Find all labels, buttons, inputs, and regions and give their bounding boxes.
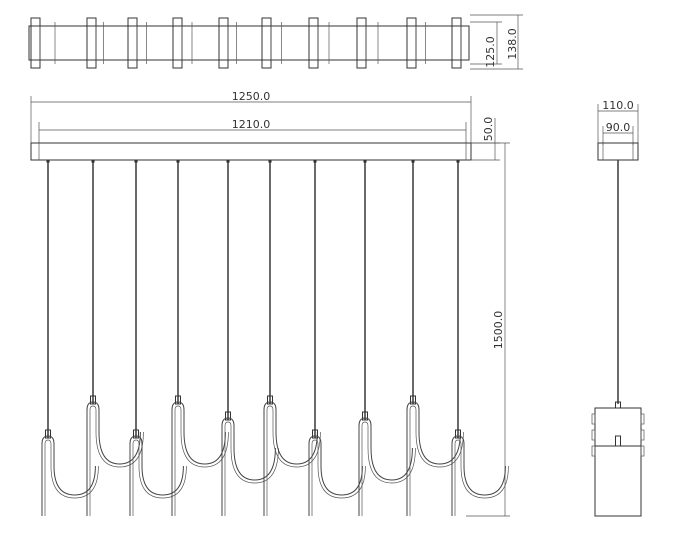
pendant-tube [41,435,55,516]
dim-125-text: 125.0 [484,36,497,68]
pendant [86,159,144,516]
pendant-tube [171,401,185,516]
dimension-50: 50.0 [471,117,500,161]
pendant-tube [129,435,143,516]
dimension-125: 125.0 [470,21,502,68]
pendant-group [41,159,509,516]
dimension-1210: 1210.0 [38,118,467,143]
pendant-tube [406,401,420,516]
top-view-canopy [28,25,470,61]
pendant-tube [263,401,277,516]
dimension-1500: 1500.0 [466,142,510,517]
pendant-tube [451,435,465,516]
pendant [129,159,187,516]
side-view-pendant [591,401,645,517]
top-view-segments [30,17,462,69]
pendant [308,159,366,516]
pendant [171,159,229,516]
dim-50-text: 50.0 [482,117,495,142]
pendant [406,159,464,516]
pendant-tube [221,417,235,516]
side-view-canopy [597,142,639,161]
pendant [221,159,279,516]
side-pendant-upper [594,407,642,447]
dim-138-text: 138.0 [506,28,519,60]
dimension-138: 138.0 [470,14,523,70]
dimension-90: 90.0 [602,121,634,145]
top-view: 125.0 138.0 [28,14,523,70]
front-view: 1250.0 1210.0 50.0 1500.0 [30,90,510,517]
dim-1250-text: 1250.0 [232,90,271,103]
pendant-tube [358,417,372,516]
front-view-canopy [30,142,472,161]
pendant [451,159,509,516]
pendant-tube [308,435,322,516]
pendant [41,159,99,516]
side-pendant-lower [594,445,642,517]
dim-110-text: 110.0 [602,99,634,112]
pendant [358,159,416,516]
pendant-tube [86,401,100,516]
dim-1210-text: 1210.0 [232,118,271,131]
dim-1500-text: 1500.0 [492,311,505,350]
dim-90-text: 90.0 [606,121,631,134]
side-view: 110.0 90.0 [591,99,645,517]
